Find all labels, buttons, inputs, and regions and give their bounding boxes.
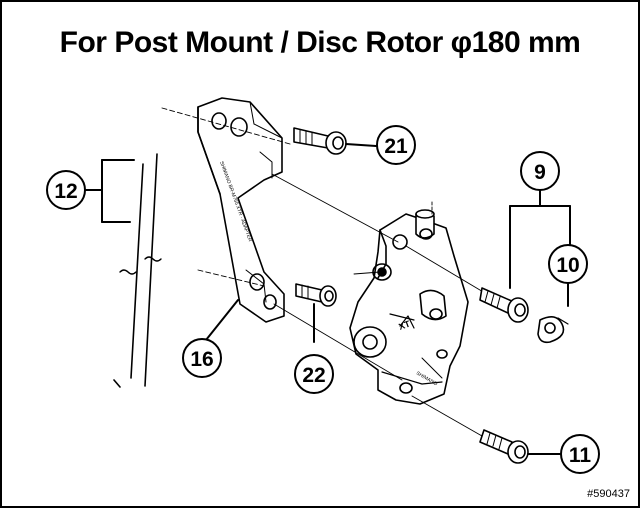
part-code: #590437: [587, 488, 630, 500]
bolt-11: [479, 429, 561, 464]
callout-21-label: 21: [384, 135, 408, 158]
callout-16: 16: [182, 338, 222, 378]
callout-9-bracket: [509, 189, 571, 307]
washer-10: [537, 316, 569, 344]
callout-22-label: 22: [302, 364, 325, 387]
callout-9: 9: [520, 151, 560, 191]
callout-9-label: 9: [534, 161, 546, 184]
leader-lines: [161, 107, 491, 437]
svg-text:XT: XT: [397, 318, 412, 332]
bolt-22: [295, 283, 337, 343]
callout-10: 10: [548, 244, 588, 284]
callout-16-label: 16: [190, 348, 213, 371]
callout-12-bracket: [85, 159, 135, 223]
mount-adapter: SHIMANO BR-M765 XTR · ADAPTER: [197, 97, 285, 323]
callout-22: 22: [294, 354, 334, 394]
rotor-edge: [113, 153, 162, 388]
brake-caliper: XT SHIMANO: [349, 209, 469, 405]
diagram-title: For Post Mount / Disc Rotor φ180 mm: [59, 26, 581, 59]
bolt-9: [479, 287, 529, 323]
callout-12: 12: [46, 170, 86, 210]
callout-11: 11: [560, 434, 600, 474]
bolt-21: [293, 127, 377, 155]
callout-11-label: 11: [569, 444, 592, 467]
callout-16-leader: [205, 299, 239, 341]
callout-21: 21: [376, 125, 416, 165]
callout-12-label: 12: [54, 180, 77, 203]
callout-10-label: 10: [556, 254, 579, 277]
